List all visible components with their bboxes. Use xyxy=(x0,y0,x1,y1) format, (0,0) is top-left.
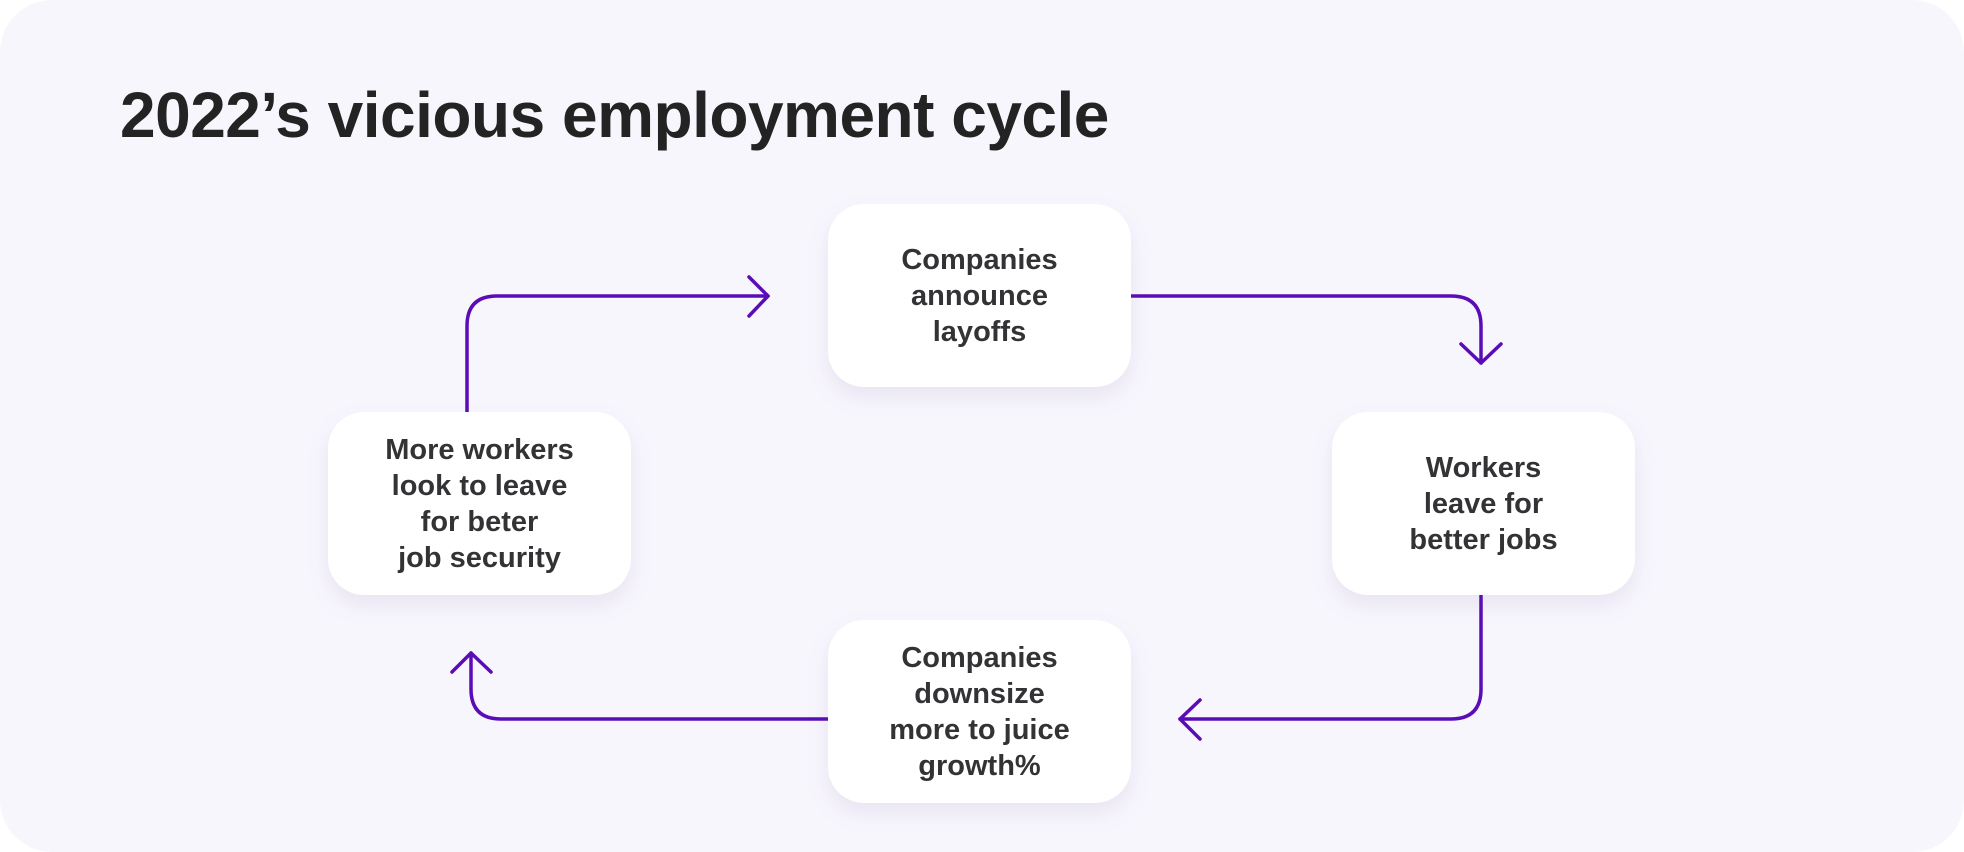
node-label: Companies downsize more to juice growth% xyxy=(889,641,1070,782)
node-companies-announce-layoffs: Companies announce layoffs xyxy=(828,204,1131,387)
node-label: More workers look to leave for beter job… xyxy=(385,433,574,574)
arrow-bottom-to-left xyxy=(450,651,830,721)
node-label: Workers leave for better jobs xyxy=(1409,451,1558,556)
node-workers-leave: Workers leave for better jobs xyxy=(1332,412,1635,595)
diagram-title: 2022’s vicious employment cycle xyxy=(120,79,1109,151)
arrow-right-to-bottom xyxy=(1178,593,1483,741)
node-companies-downsize: Companies downsize more to juice growth% xyxy=(828,620,1131,803)
arrow-left-to-top xyxy=(465,275,770,414)
arrow-top-to-right xyxy=(1129,294,1503,365)
node-more-workers-look-to-leave: More workers look to leave for beter job… xyxy=(328,412,631,595)
node-label: Companies announce layoffs xyxy=(901,243,1058,348)
